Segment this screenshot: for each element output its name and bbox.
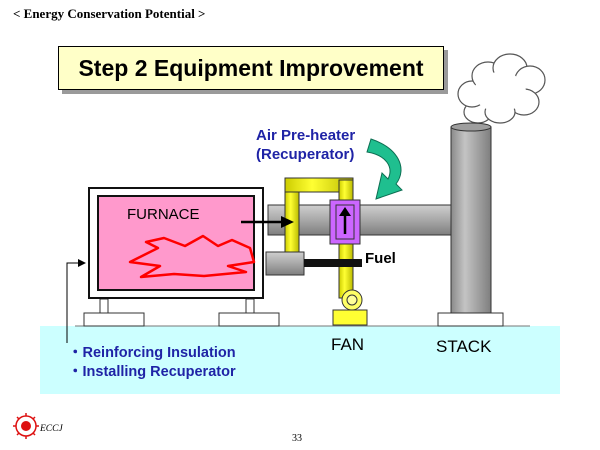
stack-label: STACK — [436, 337, 492, 356]
eccj-logo-icon — [13, 413, 39, 439]
up-arrow-icon — [339, 207, 351, 234]
stack-base — [437, 312, 504, 327]
pointer-arrow-icon — [66, 259, 86, 343]
ground-panel — [40, 326, 560, 394]
stack-chimney — [450, 126, 492, 314]
page-number: 33 — [292, 433, 302, 444]
fuel-line — [304, 259, 362, 267]
furnace-support-right — [218, 312, 280, 327]
air-preheater-label: Air Pre-heater — [256, 127, 356, 144]
bullet-item: ・Reinforcing Insulation — [68, 345, 236, 361]
recuperator-label: (Recuperator) — [256, 146, 355, 163]
stack-top — [450, 122, 492, 132]
curved-arrow-icon — [366, 138, 403, 200]
fan-base — [332, 309, 368, 326]
furnace-support-left — [83, 312, 145, 327]
flow-arrow-icon — [241, 216, 294, 228]
slide-title: Step 2 Equipment Improvement — [58, 46, 444, 90]
fan-air-duct — [265, 251, 305, 276]
fuel-label: Fuel — [365, 250, 396, 267]
eccj-logo-text: ECCJ — [40, 424, 63, 434]
header-note: < Energy Conservation Potential > — [13, 6, 206, 21]
bullet-list: ・Reinforcing Insulation ・Installing Recu… — [68, 344, 236, 382]
bullet-item: ・Installing Recuperator — [68, 364, 236, 380]
fan-label: FAN — [331, 335, 365, 354]
cloud-smoke-icon — [457, 53, 546, 124]
furnace-label: FURNACE — [127, 206, 200, 223]
flame-outline — [128, 234, 256, 279]
